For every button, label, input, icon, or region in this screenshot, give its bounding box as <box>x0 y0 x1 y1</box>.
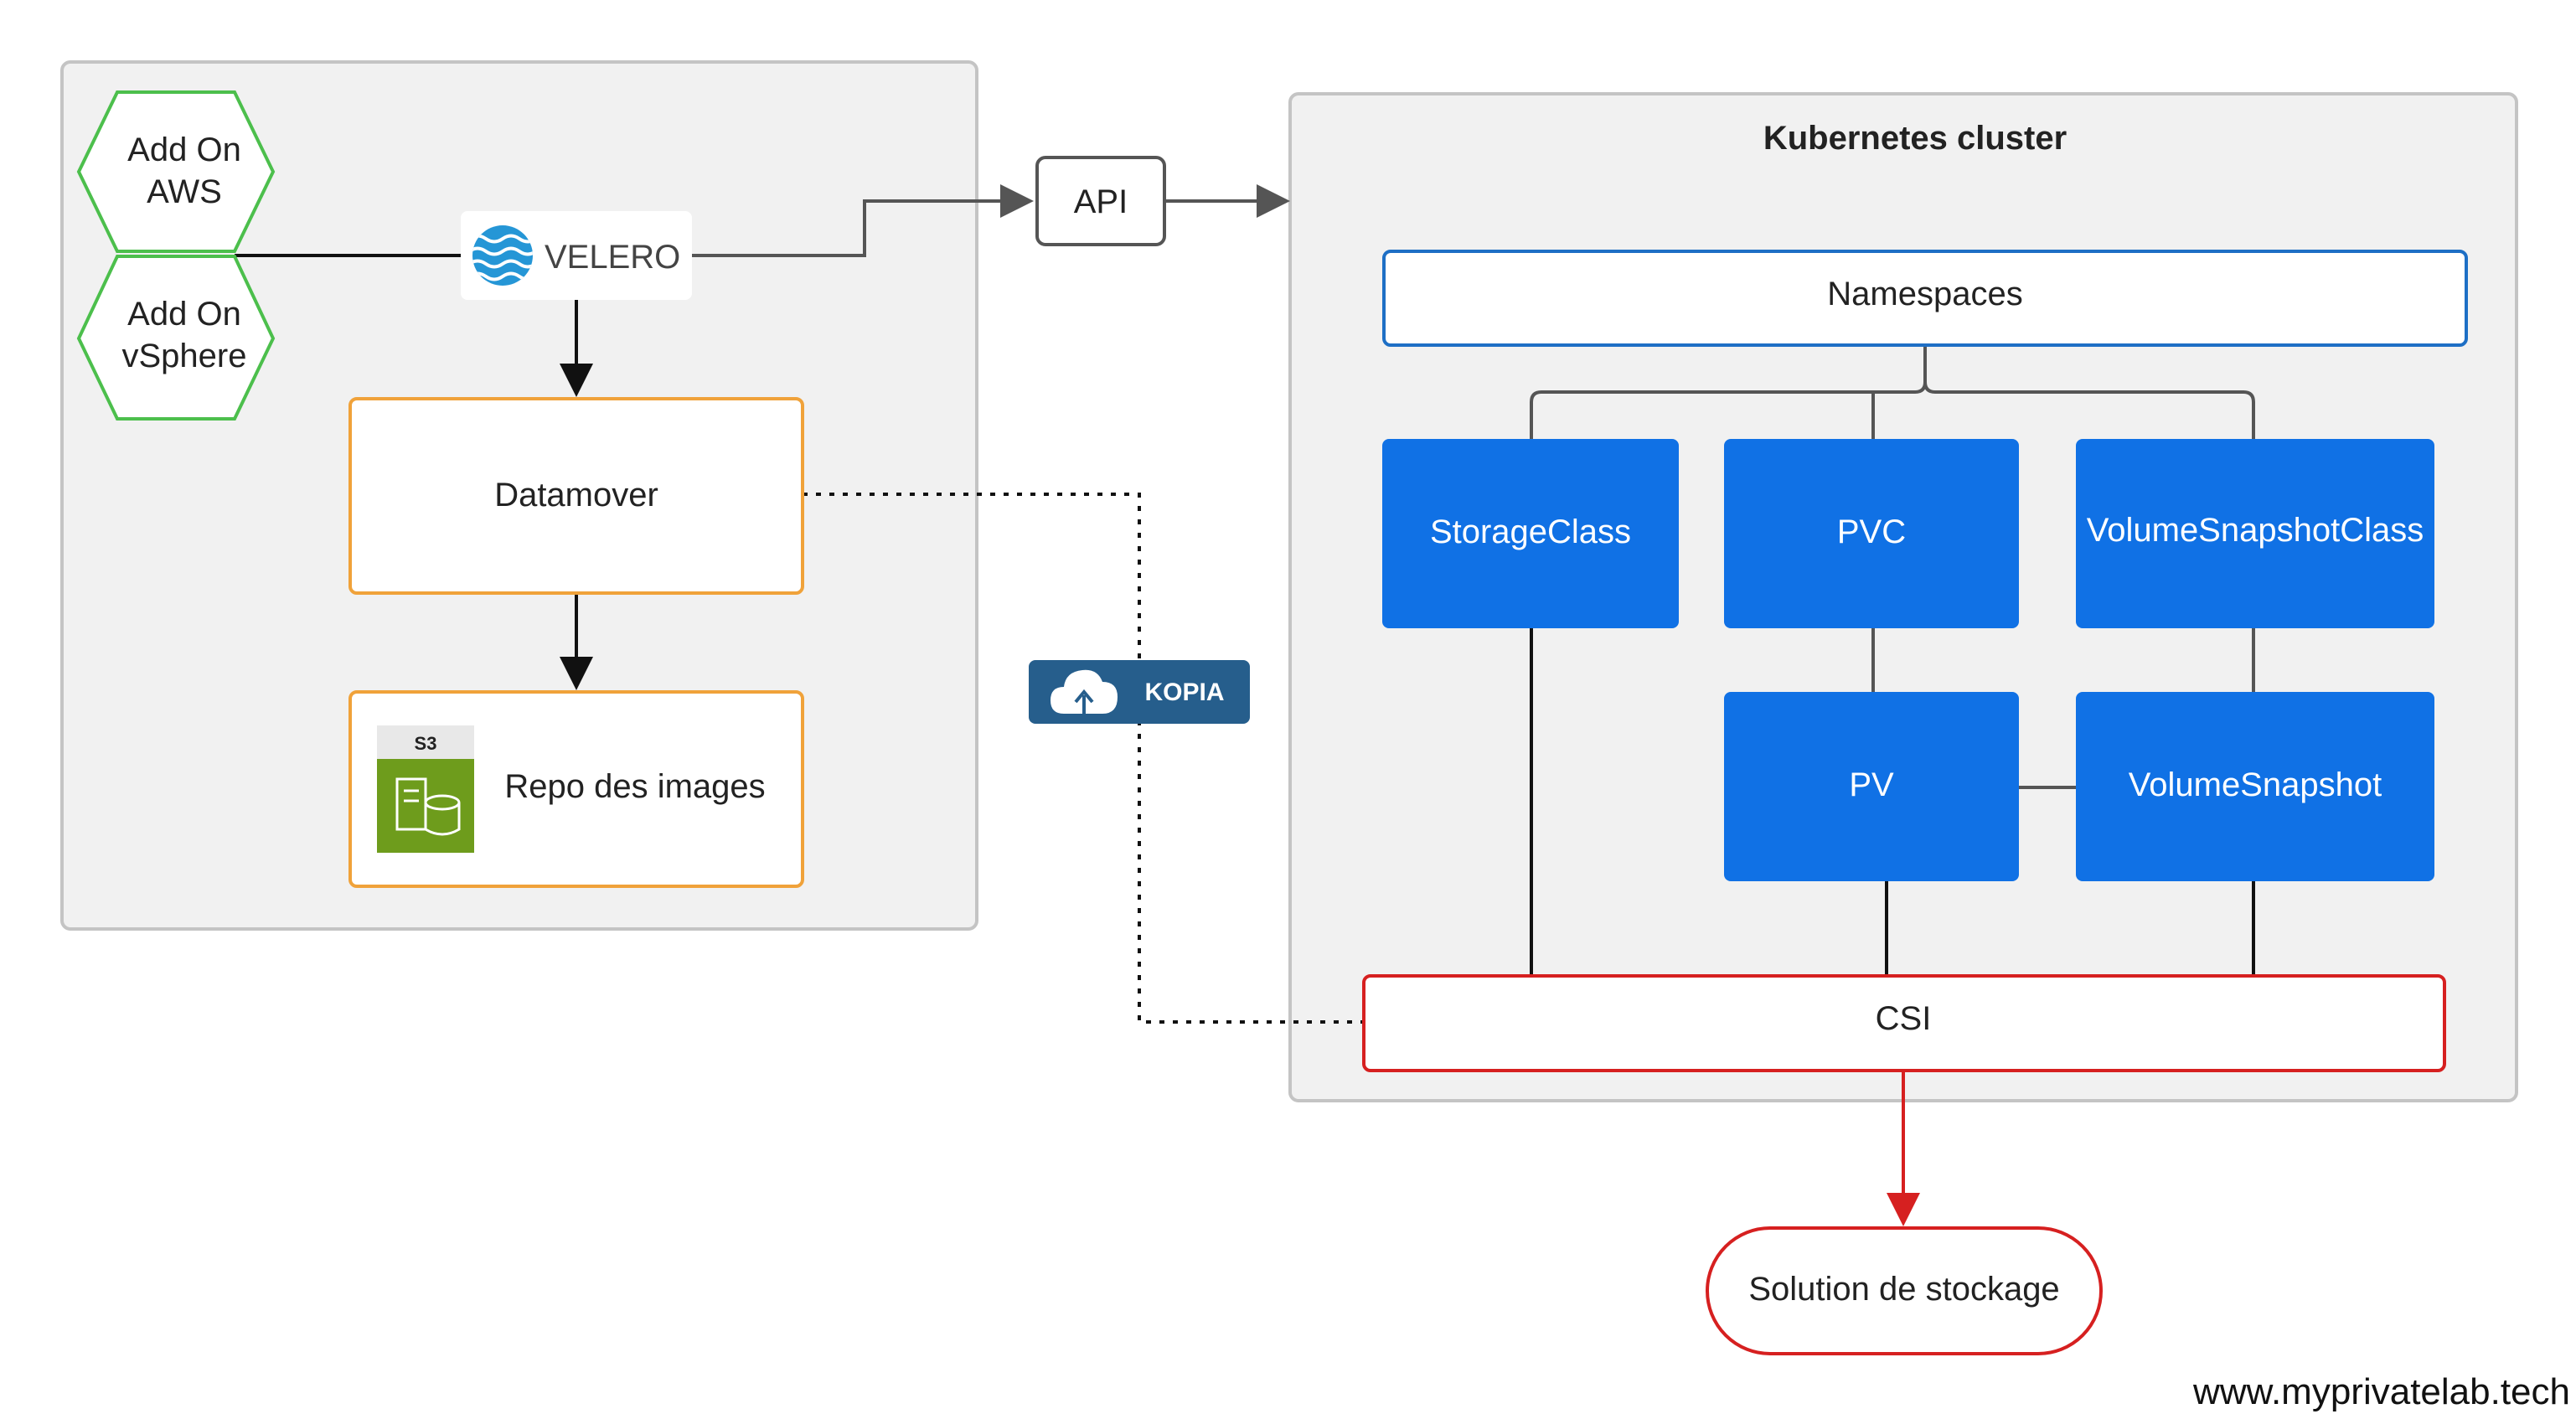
pvc-node[interactable]: PVC <box>1724 439 2019 628</box>
storageclass-node[interactable]: StorageClass <box>1382 439 1679 628</box>
addon-vsphere-node[interactable]: Add On vSphere <box>76 255 276 421</box>
namespaces-node[interactable]: Namespaces <box>1382 250 2468 347</box>
pv-node[interactable]: PV <box>1724 692 2019 881</box>
api-label: API <box>1074 183 1128 220</box>
volumesnapshotclass-label: VolumeSnapshotClass <box>2087 512 2424 549</box>
datamover-label: Datamover <box>494 477 658 513</box>
s3-badge-label: S3 <box>415 733 437 754</box>
storage-solution-node[interactable]: Solution de stockage <box>1706 1226 2103 1355</box>
watermark: www.myprivatelab.tech <box>2192 1371 2570 1412</box>
s3-bucket-icon: S3 <box>377 725 474 853</box>
pv-label: PV <box>1849 766 1894 803</box>
pvc-label: PVC <box>1837 513 1906 550</box>
repo-label: Repo des images <box>504 768 765 805</box>
storageclass-label: StorageClass <box>1430 513 1631 550</box>
csi-node[interactable]: CSI <box>1362 974 2446 1072</box>
velero-wave-icon <box>472 225 533 286</box>
addon-vsphere-line2: vSphere <box>122 338 247 374</box>
velero-node[interactable]: VELERO <box>461 211 692 300</box>
repo-node[interactable]: S3 Repo des images <box>348 690 804 888</box>
namespaces-label: Namespaces <box>1827 276 2022 312</box>
connector-velero-api <box>692 184 1034 257</box>
volumesnapshot-node[interactable]: VolumeSnapshot <box>2076 692 2434 881</box>
api-node[interactable]: API <box>1035 156 1166 246</box>
addon-aws-node[interactable]: Add On AWS <box>76 90 276 253</box>
kopia-badge: KOPIA <box>1029 660 1250 724</box>
volumesnapshot-label: VolumeSnapshot <box>2129 766 2382 803</box>
addon-vsphere-line1: Add On <box>127 296 241 333</box>
addon-aws-line1: Add On <box>127 132 241 168</box>
cluster-title: Kubernetes cluster <box>1763 120 2067 157</box>
velero-label: VELERO <box>545 239 680 276</box>
storage-solution-label: Solution de stockage <box>1748 1271 2059 1308</box>
connector-namespaces-tree <box>1530 345 2255 439</box>
cloud-upload-icon <box>1051 669 1118 714</box>
addon-aws-line2: AWS <box>147 173 222 210</box>
csi-label: CSI <box>1876 1000 1932 1037</box>
volumesnapshotclass-node[interactable]: VolumeSnapshotClass <box>2076 439 2434 628</box>
datamover-node[interactable]: Datamover <box>348 397 804 595</box>
kopia-label: KOPIA <box>1144 679 1224 706</box>
